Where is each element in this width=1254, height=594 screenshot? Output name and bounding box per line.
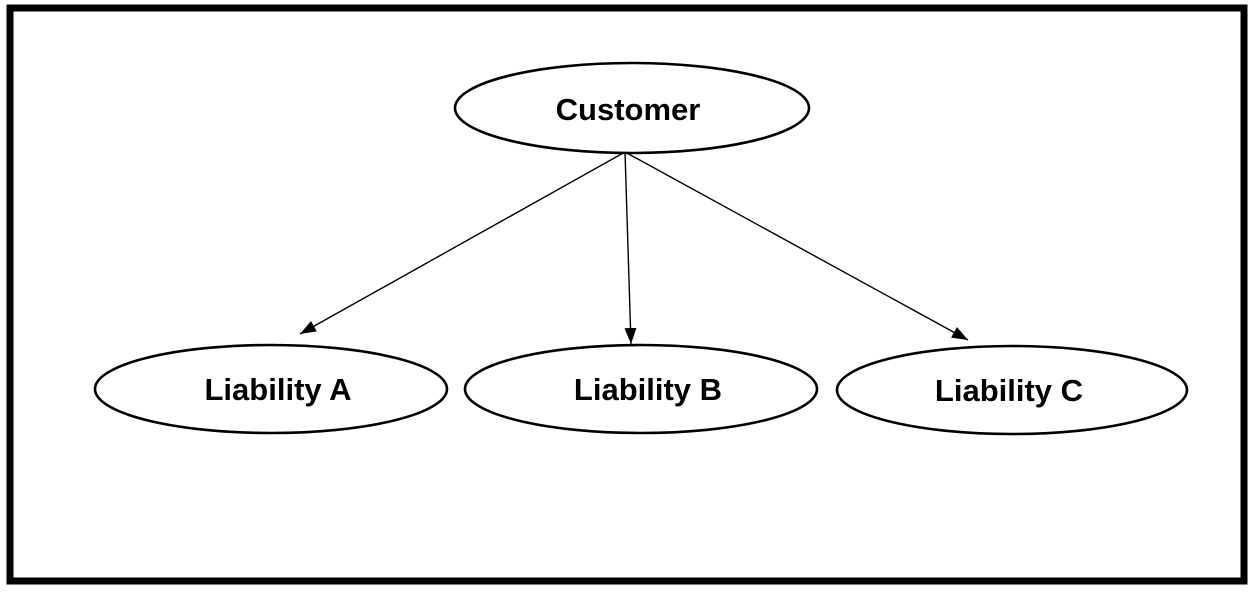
node-liability-c-label: Liability C <box>935 373 1083 408</box>
node-customer-shape <box>453 61 811 155</box>
node-liability-a: Liability A <box>93 343 449 435</box>
edge-customer-to-liability-b <box>624 151 637 345</box>
node-liability-a-shape <box>93 343 449 435</box>
node-liability-b: Liability B <box>463 343 819 435</box>
node-liability-b-shape <box>463 343 819 435</box>
node-liability-c-shape <box>835 344 1189 436</box>
node-customer: Customer <box>453 61 811 155</box>
node-liability-b-label: Liability B <box>574 372 722 407</box>
node-customer-label: Customer <box>556 92 701 127</box>
edge-customer-to-liability-a <box>299 151 626 335</box>
diagram-border <box>6 4 1248 585</box>
node-liability-c: Liability C <box>835 344 1189 436</box>
edge-customer-to-liability-c <box>624 151 969 341</box>
node-liability-a-label: Liability A <box>205 372 352 407</box>
